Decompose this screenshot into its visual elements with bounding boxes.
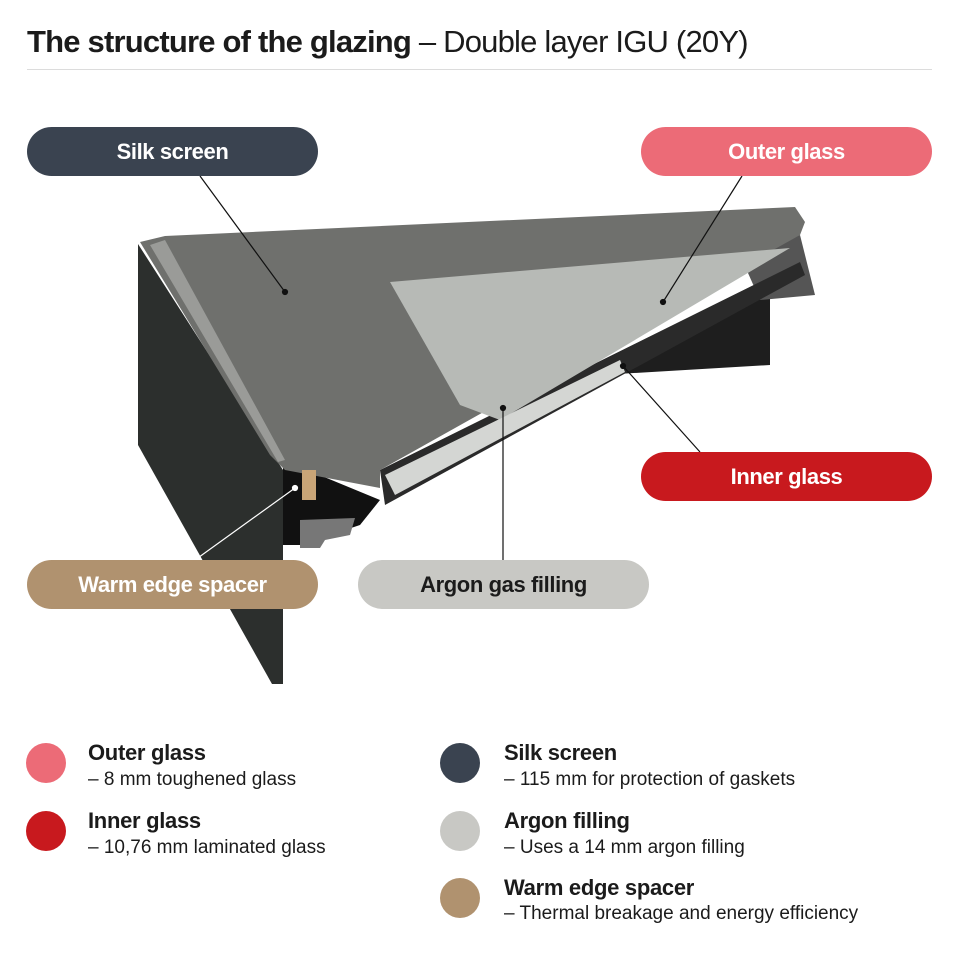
callout-inner-glass: Inner glass (641, 452, 932, 501)
frame-foot (300, 518, 355, 548)
title-divider (27, 69, 932, 70)
legend-name: Warm edge spacer (504, 875, 695, 900)
inner-glass-leader (622, 365, 701, 453)
title-bold: The structure of the glazing (27, 24, 412, 59)
legend-name: Argon filling (504, 808, 630, 833)
clear-glass-area (390, 248, 790, 420)
warm-edge-spacer-part (302, 470, 316, 500)
legend-desc: – 10,76 mm laminated glass (88, 837, 326, 858)
legend-desc: – 115 mm for protection of gaskets (504, 769, 796, 790)
callout-argon: Argon gas filling (358, 560, 649, 609)
legend-desc: – 8 mm toughened glass (88, 769, 297, 790)
callout-silk-screen: Silk screen (27, 127, 318, 176)
spacer-leader (194, 487, 296, 561)
legend-name: Inner glass (88, 808, 201, 833)
argon-gap (385, 360, 625, 495)
legend-swatch-inner-glass (26, 811, 66, 851)
legend-swatch-argon (440, 811, 480, 851)
callout-warm-edge-spacer: Warm edge spacer (27, 560, 318, 609)
page-title: The structure of the glazing – Double la… (27, 24, 749, 60)
glass-edge (150, 240, 285, 462)
legend-swatch-silk-screen (440, 743, 480, 783)
silk-screen-leader (199, 175, 286, 293)
legend-name: Silk screen (504, 740, 617, 765)
legend-swatch-warm-edge-spacer (440, 878, 480, 918)
legend-name: Outer glass (88, 740, 206, 765)
title-subtitle: – Double layer IGU (20Y) (411, 24, 749, 59)
outer-glass-leader (662, 175, 743, 303)
legend-desc: – Uses a 14 mm argon filling (504, 837, 745, 858)
callout-outer-glass: Outer glass (641, 127, 932, 176)
legend-swatch-outer-glass (26, 743, 66, 783)
legend-desc: – Thermal breakage and energy efficiency (504, 903, 859, 924)
